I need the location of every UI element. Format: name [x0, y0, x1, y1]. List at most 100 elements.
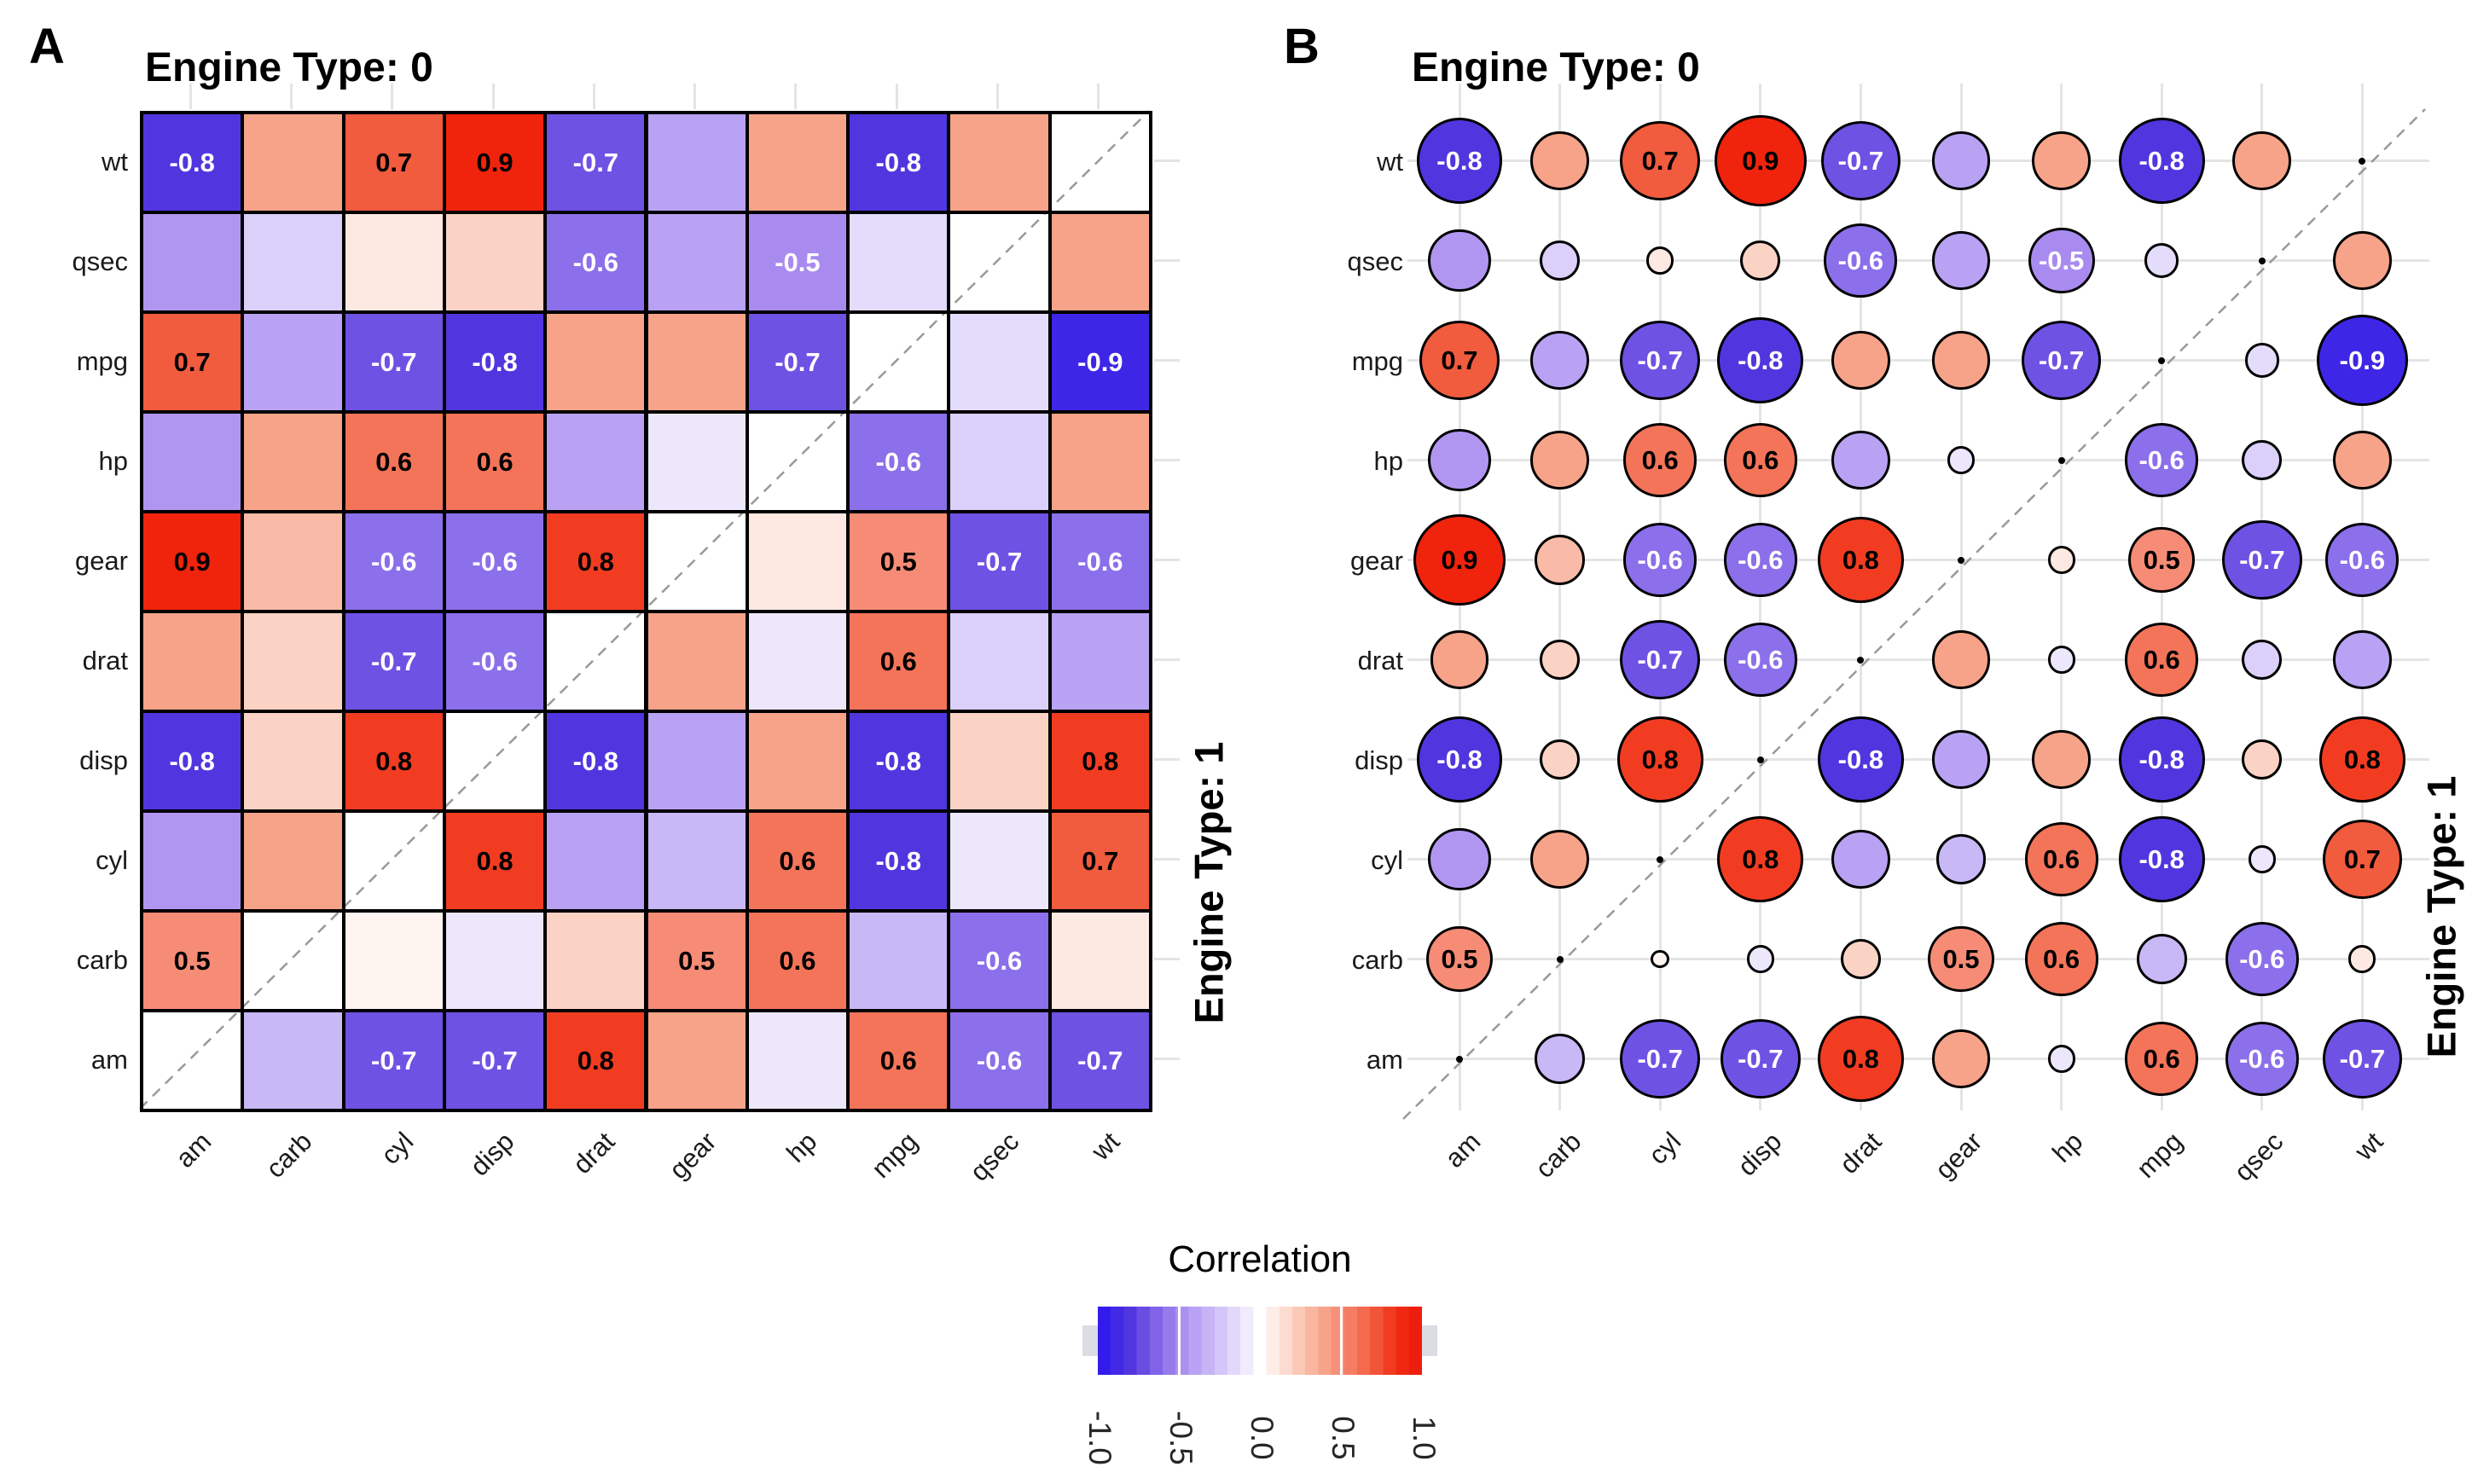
gridline-horizontal — [1407, 159, 2429, 162]
tile-wt-gear — [644, 111, 749, 214]
gridline-stub-right — [1154, 559, 1180, 561]
bubble-cyl-gear — [1935, 834, 1987, 884]
bubble-carb-wt — [2348, 945, 2376, 973]
tile-hp-hp — [745, 410, 850, 513]
diagonal-dot-wt — [2359, 157, 2366, 165]
tile-cyl-hp: 0.6 — [745, 809, 850, 913]
bubble-value-label: 0.8 — [1641, 744, 1679, 774]
diagonal-dashed-line — [139, 110, 1150, 1110]
tile-value-label: 0.6 — [779, 946, 816, 976]
tile-value-label: 0.5 — [879, 547, 917, 577]
tile-hp-qsec — [947, 410, 1052, 513]
tile-gear-wt: -0.6 — [1047, 510, 1152, 613]
tile-mpg-am: 0.7 — [140, 310, 245, 414]
gridline-stub-top — [189, 84, 192, 109]
gridline-stub-right — [1154, 958, 1180, 960]
gridline-vertical — [1558, 84, 1562, 1110]
tile-hp-drat — [543, 410, 648, 513]
tile-value-label: -0.6 — [1077, 547, 1123, 577]
bubble-am-wt: -0.7 — [2322, 1018, 2403, 1099]
tile-value-label: -0.8 — [169, 746, 215, 776]
bubble-value-label: -0.7 — [2239, 544, 2285, 575]
tile-value-label: -0.6 — [572, 247, 619, 277]
diagonal-dot-drat — [1857, 656, 1865, 664]
tile-qsec-wt — [1047, 211, 1152, 314]
y-axis-label-b-qsec: qsec — [1347, 246, 1403, 276]
tile-value-label: 0.8 — [1082, 746, 1119, 776]
tile-wt-mpg: -0.8 — [846, 111, 951, 214]
bubble-value-label: 0.7 — [1641, 145, 1679, 176]
x-axis-label-b-cyl: cyl — [1642, 1126, 1687, 1171]
tile-wt-drat: -0.7 — [543, 111, 648, 214]
gridline-horizontal — [1407, 858, 2429, 861]
bubble-qsec-wt — [2332, 231, 2392, 290]
gridline-vertical — [2160, 84, 2163, 1110]
y-axis-label-b-disp: disp — [1355, 745, 1403, 775]
legend-tick-label: -0.5 — [1163, 1411, 1198, 1465]
tile-value-label: -0.8 — [875, 148, 921, 177]
tile-value-label: 0.7 — [173, 347, 211, 377]
gridline-stub-top — [1097, 84, 1100, 109]
tile-value-label: 0.6 — [879, 646, 917, 676]
tile-value-label: -0.7 — [371, 347, 417, 377]
bubble-cyl-drat — [1831, 830, 1890, 889]
tile-value-label: 0.8 — [375, 746, 413, 776]
gridline-stub-right — [1154, 359, 1180, 362]
panel-a-right-facet-label: Engine Type: 1 — [1186, 741, 1232, 1024]
tile-carb-gear: 0.5 — [644, 909, 749, 1012]
tile-cyl-disp: 0.8 — [442, 809, 548, 913]
tile-qsec-cyl — [341, 211, 446, 314]
bubble-value-label: 0.6 — [1641, 444, 1679, 475]
y-axis-label-a-carb: carb — [76, 944, 128, 975]
tile-value-label: -0.7 — [371, 1046, 417, 1075]
tile-cyl-cyl — [341, 809, 446, 913]
gridline-vertical — [1759, 84, 1762, 1110]
tile-mpg-drat — [543, 310, 648, 414]
bubble-qsec-am — [1428, 229, 1491, 293]
x-axis-label-a-gear: gear — [663, 1126, 722, 1185]
tile-hp-am — [140, 410, 245, 513]
bubble-wt-drat: -0.7 — [1820, 120, 1901, 201]
tile-value-label: 0.6 — [476, 447, 514, 477]
bubble-value-label: 0.9 — [1441, 544, 1478, 575]
tile-cyl-gear — [644, 809, 749, 913]
bubble-hp-disp: 0.6 — [1723, 423, 1797, 497]
bubble-value-label: -0.6 — [2339, 544, 2386, 575]
bubble-carb-disp — [1746, 945, 1774, 973]
gridline-vertical — [1658, 84, 1662, 1110]
gridline-vertical — [2060, 84, 2063, 1110]
tile-value-label: 0.7 — [1082, 846, 1119, 876]
gridline-vertical — [1959, 84, 1963, 1110]
bubble-hp-drat — [1831, 431, 1890, 490]
bubble-hp-qsec — [2242, 439, 2283, 480]
gridline-horizontal — [1407, 259, 2429, 262]
bubble-disp-am: -0.8 — [1416, 716, 1503, 803]
tile-value-label: 0.9 — [173, 547, 211, 577]
y-axis-label-b-mpg: mpg — [1351, 345, 1403, 376]
gridline-horizontal — [1407, 459, 2429, 461]
tile-drat-cyl: -0.7 — [341, 610, 446, 713]
bubble-value-label: -0.8 — [2138, 744, 2185, 774]
tile-disp-cyl: 0.8 — [341, 710, 446, 813]
diagonal-dot-qsec — [2258, 257, 2266, 264]
tile-cyl-drat — [543, 809, 648, 913]
tile-wt-carb — [241, 111, 345, 214]
bubble-value-label: -0.6 — [1738, 644, 1784, 675]
tile-gear-gear — [644, 510, 749, 613]
x-axis-label-a-am: am — [170, 1126, 218, 1174]
legend-tick-label: 0.5 — [1326, 1416, 1361, 1460]
bubble-mpg-cyl: -0.7 — [1620, 320, 1701, 401]
tile-value-label: -0.7 — [371, 646, 417, 676]
bubble-gear-cyl: -0.6 — [1623, 523, 1697, 597]
bubble-am-disp: -0.7 — [1720, 1018, 1801, 1099]
tile-value-label: 0.6 — [375, 447, 413, 477]
bubble-hp-wt — [2332, 431, 2392, 490]
tile-value-label: 0.6 — [779, 846, 816, 876]
gridline-horizontal — [1407, 658, 2429, 661]
tile-value-label: -0.6 — [472, 646, 518, 676]
gridline-stub-top — [592, 84, 595, 109]
legend-internal-tick — [1258, 1307, 1262, 1375]
tile-carb-wt — [1047, 909, 1152, 1012]
x-axis-label-b-hp: hp — [2045, 1126, 2088, 1168]
